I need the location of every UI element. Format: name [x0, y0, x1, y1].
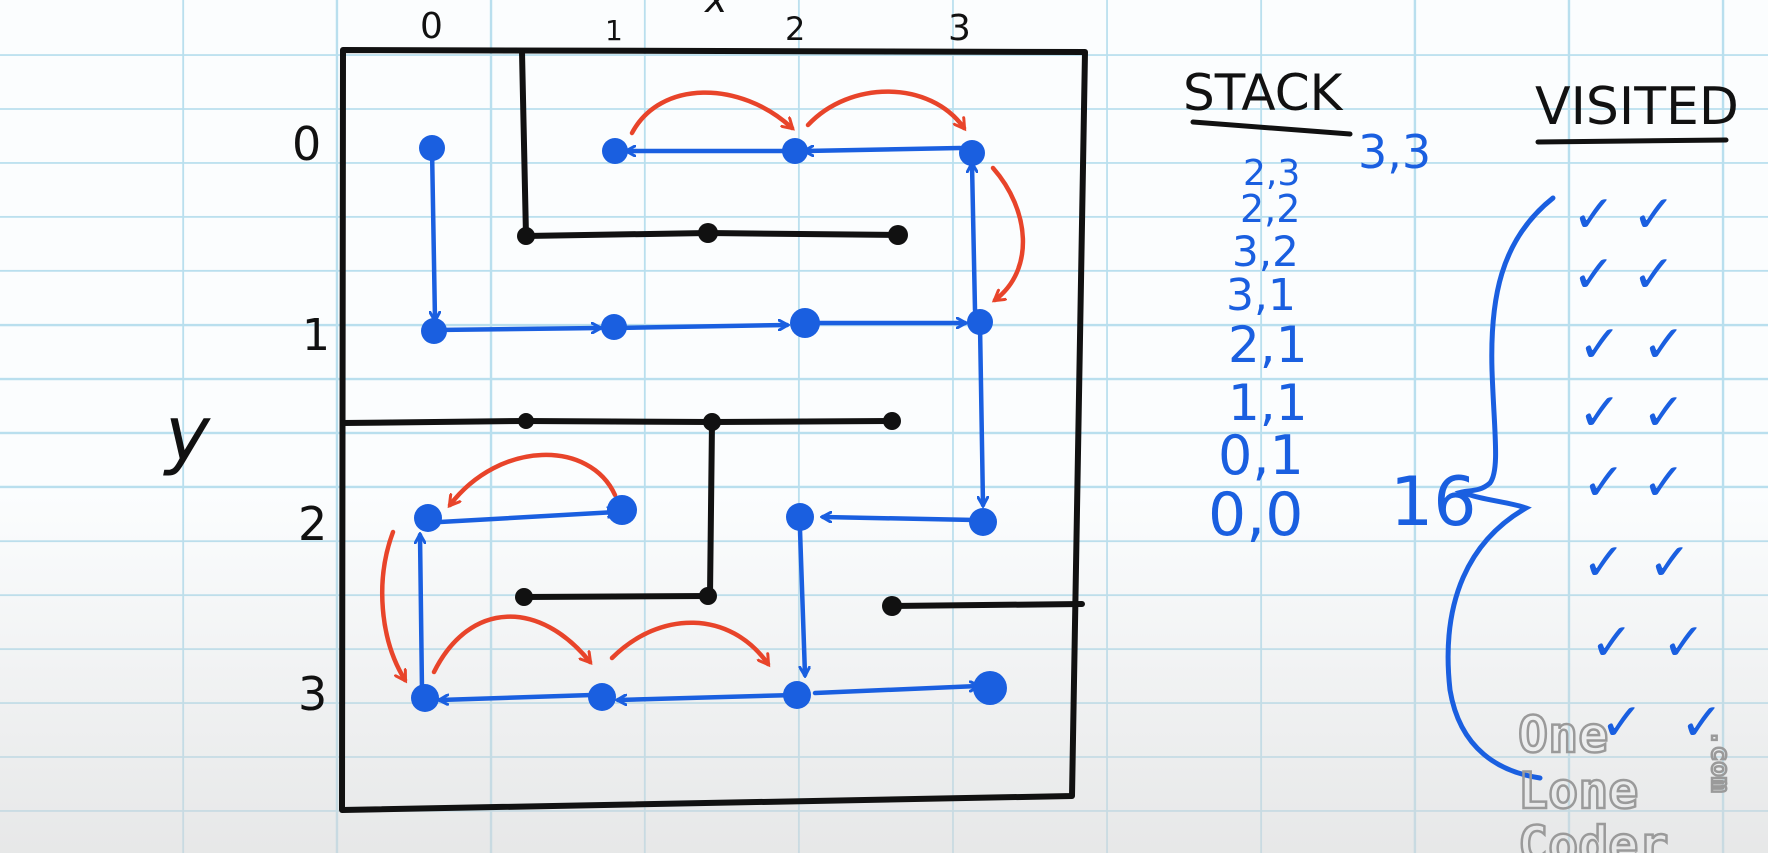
check-mark: ✓ — [1662, 613, 1706, 673]
stack-entry: 0,0 — [1208, 480, 1303, 550]
y-tick-3: 3 — [298, 667, 327, 721]
node-2-0 — [782, 138, 808, 164]
traversal-arrows — [420, 148, 983, 700]
x-tick-0: 0 — [420, 6, 443, 47]
stack-panel: STACK 3,3 2,3 2,2 3,2 3,1 2,1 1,1 0,1 0,… — [1183, 64, 1431, 550]
check-mark: ✓ — [1572, 245, 1616, 305]
node-0-3 — [411, 684, 439, 712]
node-3-2 — [969, 508, 997, 536]
node-0-0 — [419, 135, 445, 161]
maze-nodes — [411, 135, 1007, 712]
stack-entry: 3,1 — [1226, 270, 1296, 321]
visited-underline — [1535, 137, 1729, 145]
stack-entry: 3,2 — [1232, 227, 1299, 276]
check-mark: ✓ — [1590, 613, 1634, 673]
stack-entry: 1,1 — [1228, 374, 1308, 432]
node-1-2 — [607, 495, 637, 525]
check-mark: ✓ — [1572, 185, 1616, 245]
check-mark: ✓ — [1582, 453, 1626, 513]
node-0-2 — [414, 504, 442, 532]
check-mark: ✓ — [1680, 693, 1724, 753]
node-3-3 — [973, 671, 1007, 705]
logo-suffix: .com — [1705, 730, 1735, 793]
node-3-1 — [967, 309, 993, 335]
node-1-0 — [602, 138, 628, 164]
check-mark: ✓ — [1648, 533, 1692, 593]
stack-title: STACK — [1183, 64, 1344, 122]
logo-line: Coder — [1518, 816, 1669, 853]
backtrack-arrows — [380, 89, 1026, 680]
maze-outer-wall — [339, 47, 1088, 813]
check-mark: ✓ — [1632, 245, 1676, 305]
check-mark: ✓ — [1600, 693, 1644, 753]
wall-joints — [515, 223, 908, 616]
y-tick-0: 0 — [292, 117, 321, 171]
visited-checkmarks: ✓ ✓ ✓ ✓ ✓ ✓ ✓ ✓ ✓ ✓ ✓ ✓ ✓ ✓ ✓ ✓ — [1572, 185, 1724, 753]
check-mark: ✓ — [1642, 315, 1686, 375]
stack-underline — [1190, 119, 1353, 137]
check-mark: ✓ — [1642, 383, 1686, 443]
stack-entry: 0,1 — [1218, 424, 1304, 487]
stack-entry: 2,2 — [1240, 187, 1300, 231]
check-mark: ✓ — [1582, 533, 1626, 593]
check-mark: ✓ — [1578, 383, 1622, 443]
stack-entry: 2,1 — [1228, 316, 1308, 374]
x-axis-label: x — [704, 0, 728, 21]
check-mark: ✓ — [1642, 453, 1686, 513]
onelonecoder-logo: One Lone Coder .com — [1517, 705, 1737, 853]
x-tick-3: 3 — [948, 8, 971, 49]
check-mark: ✓ — [1578, 315, 1622, 375]
check-mark: ✓ — [1632, 185, 1676, 245]
node-2-1 — [790, 308, 820, 338]
y-axis-label: y — [163, 389, 211, 478]
y-tick-2: 2 — [298, 497, 327, 551]
logo-line: Lone — [1518, 762, 1638, 820]
stack-entry: 2,3 — [1243, 153, 1300, 194]
visited-title: VISITED — [1535, 77, 1739, 137]
x-tick-2: 2 — [785, 10, 805, 48]
node-0-1 — [421, 318, 447, 344]
visited-brace — [1445, 195, 1556, 781]
y-tick-1: 1 — [302, 310, 330, 361]
node-2-3 — [783, 681, 811, 709]
node-1-3 — [588, 683, 616, 711]
logo-line: One — [1518, 706, 1608, 764]
node-2-2 — [786, 503, 814, 531]
visited-panel: VISITED 16 ✓ ✓ ✓ ✓ ✓ ✓ ✓ ✓ ✓ ✓ ✓ ✓ ✓ ✓ ✓… — [1390, 77, 1739, 781]
node-3-0 — [959, 140, 985, 166]
stack-entry: 3,3 — [1358, 125, 1431, 179]
visited-count: 16 — [1390, 463, 1477, 542]
node-1-1 — [601, 314, 627, 340]
x-tick-1: 1 — [605, 14, 623, 47]
